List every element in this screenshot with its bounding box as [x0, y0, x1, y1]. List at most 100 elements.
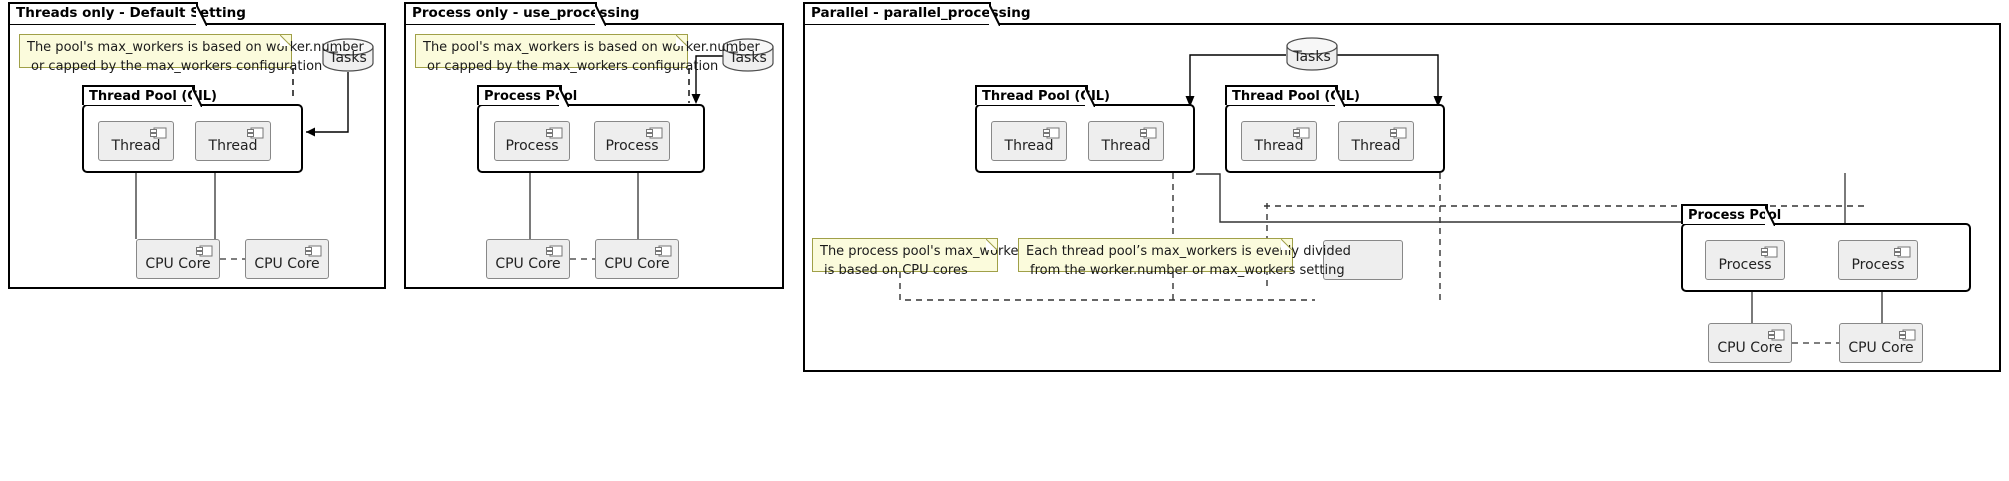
thread-pool-title: Thread Pool (GIL) [89, 88, 218, 104]
note-line: The pool's max_workers is based on worke… [423, 40, 760, 55]
worker-thread: Thread [98, 121, 174, 161]
worker-thread: Thread [1088, 121, 1164, 161]
note-line: The pool's max_workers is based on worke… [27, 40, 364, 55]
thread-pool-tab-right: Thread Pool (GIL) [1225, 85, 1360, 107]
folder-corner-icon [1335, 87, 1346, 107]
edge-core-to-core-2 [570, 257, 595, 261]
component-icon [546, 127, 563, 140]
worker-label: Thread [1351, 138, 1401, 154]
note-line: The process pool's max_workers [820, 244, 1031, 259]
component-icon [305, 245, 322, 258]
cpu-core-label: CPU Core [495, 256, 561, 272]
component-icon [1761, 246, 1778, 259]
worker-process: Process [594, 121, 670, 161]
edge-tasks-to-thread-pool-1 [296, 70, 356, 138]
process-pool-tab-2: Process Pool [477, 85, 577, 107]
cpu-core-label: CPU Core [145, 256, 211, 272]
panel-parallel-tab: Parallel - parallel_processing [803, 2, 1031, 26]
component-icon [1043, 127, 1060, 140]
edge-core-to-core-3 [1792, 341, 1839, 345]
component-icon [646, 127, 663, 140]
cpu-core-label: CPU Core [1717, 340, 1783, 356]
worker-process [1323, 240, 1403, 280]
note-fold-icon [280, 35, 291, 46]
folder-corner-icon [1085, 87, 1096, 107]
note-fold-icon [986, 239, 997, 250]
thread-pool-title: Thread Pool (GIL) [982, 88, 1111, 104]
worker-label: Process [505, 138, 559, 154]
queue-tasks-parallel: Tasks [1286, 37, 1338, 71]
edge-note-process-pool-anchor [897, 272, 1317, 304]
queue-label: Tasks [329, 50, 367, 66]
queue-label: Tasks [729, 50, 767, 66]
cpu-core: CPU Core [136, 239, 220, 279]
edge-thread-pool-right-dashed [1437, 173, 1443, 303]
worker-label: Thread [1254, 138, 1304, 154]
note-anchor-process-only [686, 68, 692, 103]
edge-process-to-core-2a [528, 161, 532, 239]
note-line: from the worker.number or max_workers se… [1030, 262, 1345, 278]
queue-tasks-threads-only: Tasks [322, 38, 374, 72]
panel-parallel-title: Parallel - parallel_processing [811, 5, 1031, 22]
queue-label: Tasks [1293, 49, 1331, 65]
worker-thread: Thread [1241, 121, 1317, 161]
component-icon [655, 245, 672, 258]
edge-process-to-core-2b [636, 161, 640, 239]
note-line: or capped by the max_workers configurati… [427, 58, 719, 74]
folder-corner-icon [989, 4, 1000, 26]
component-icon [150, 127, 167, 140]
component-icon [1899, 329, 1916, 342]
cpu-core: CPU Core [245, 239, 329, 279]
folder-corner-icon [595, 4, 606, 26]
edge-thread-to-core-1a [134, 161, 138, 239]
component-icon [1140, 127, 1157, 140]
thread-pool-tab-left: Thread Pool (GIL) [975, 85, 1110, 107]
note-anchor-threads-only [290, 68, 296, 100]
worker-label: Process [1851, 257, 1905, 273]
cpu-core-label: CPU Core [604, 256, 670, 272]
panel-threads-only-tab: Threads only - Default Setting [8, 2, 246, 26]
queue-tasks-process-only: Tasks [722, 38, 774, 72]
thread-pool-tab-1: Thread Pool (GIL) [82, 85, 217, 107]
note-line: is based on CPU cores [824, 262, 968, 278]
worker-process: Process [494, 121, 570, 161]
component-icon [196, 245, 213, 258]
worker-label: Thread [1004, 138, 1054, 154]
worker-label: Thread [1101, 138, 1151, 154]
edge-tasks-to-thread-pool-left [1185, 53, 1291, 109]
note-line: Each thread pool’s max_workers is evenly… [1026, 244, 1351, 259]
worker-label: Process [1718, 257, 1772, 273]
component-icon [1894, 246, 1911, 259]
note-line: or capped by the max_workers configurati… [31, 58, 323, 74]
process-pool-tab-parallel: Process Pool [1681, 204, 1781, 226]
folder-corner-icon [1765, 206, 1776, 226]
note-threads-only: The pool's max_workers is based on worke… [19, 34, 364, 74]
component-icon [1768, 329, 1785, 342]
cpu-core-label: CPU Core [1848, 340, 1914, 356]
note-process-pool-cores: The process pool's max_workers is based … [812, 238, 1031, 278]
worker-process: Process [1705, 240, 1785, 280]
edge-thread-to-core-1b [213, 161, 217, 239]
edge-tasks-to-process-pool-2 [688, 54, 734, 106]
panel-threads-only-title: Threads only - Default Setting [16, 5, 246, 22]
worker-thread: Thread [195, 121, 271, 161]
worker-label: Process [605, 138, 659, 154]
note-fold-icon [676, 35, 687, 46]
worker-thread: Thread [991, 121, 1067, 161]
panel-process-only-tab: Process only - use_processing [404, 2, 639, 26]
note-thread-pool-division: Each thread pool’s max_workers is evenly… [1018, 238, 1351, 278]
edge-dashed-riser-process-pool [1264, 203, 1270, 288]
cpu-core-label: CPU Core [254, 256, 320, 272]
panel-process-only-title: Process only - use_processing [412, 5, 640, 22]
edge-thread-pool-left-to-process-pool [1194, 172, 1724, 224]
component-icon [1293, 127, 1310, 140]
cpu-core: CPU Core [1708, 323, 1792, 363]
component-icon [1390, 127, 1407, 140]
note-process-only: The pool's max_workers is based on worke… [415, 34, 760, 74]
cpu-core: CPU Core [1839, 323, 1923, 363]
worker-thread: Thread [1338, 121, 1414, 161]
process-pool-title: Process Pool [484, 88, 578, 104]
cpu-core: CPU Core [486, 239, 570, 279]
panel-parallel-body [803, 23, 2001, 372]
